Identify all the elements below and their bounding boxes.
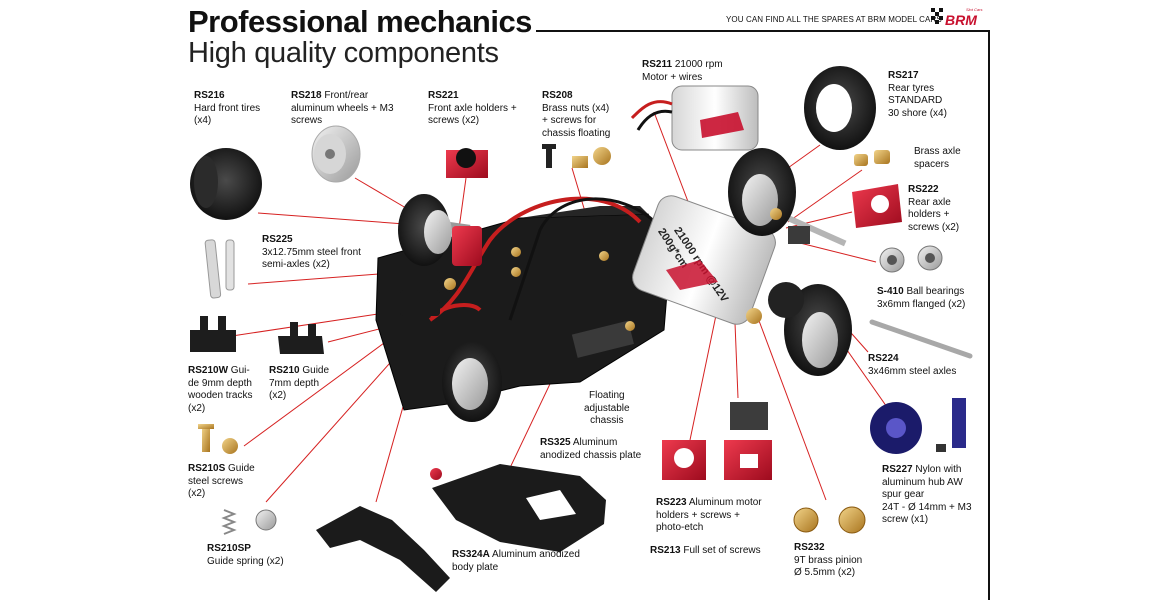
part-rs218-wheel (311, 125, 361, 183)
motor-rs211: 21000 rpm @12V 200g*cm (632, 195, 776, 325)
part-rs216-tire (190, 148, 262, 220)
part-rs224-axle (869, 319, 973, 359)
part-rs227-spur-gear (870, 398, 966, 454)
part-rs210w-guide (190, 316, 236, 352)
label-rs213: RS213 Full set of screws (650, 545, 761, 556)
part-rs208-brass-nuts (542, 144, 611, 168)
part-s410-bearings (879, 245, 943, 273)
part-rs211-motor (630, 85, 759, 151)
brm-tagline: YOU CAN FIND ALL THE SPARES AT BRM MODEL… (726, 15, 942, 24)
part-rs217-rear-tire (804, 66, 876, 150)
part-rs225-semi-axle (204, 239, 235, 299)
rear-axle-assembly (728, 148, 852, 376)
brm-logo: Slot Cars BRM (930, 7, 986, 28)
page-title: Professional mechanics (188, 4, 532, 39)
part-rs210s-screws (198, 424, 238, 454)
part-rs324a-body-plate (316, 506, 450, 592)
part-rs325-chassis-plate (430, 464, 606, 552)
page-subtitle: High quality components (188, 37, 499, 69)
part-rs221-front-holder (446, 148, 488, 178)
part-rs210sp-spring (221, 509, 277, 535)
part-rs210-guide (278, 322, 324, 354)
part-rs222-rear-holder (852, 184, 902, 228)
part-brass-spacers (854, 150, 890, 166)
header-rule (536, 30, 990, 32)
front-axle-assembly (398, 194, 502, 422)
frame-rule-right (988, 30, 990, 600)
part-rs223-motor-holders (662, 402, 772, 480)
logo-text: BRM (945, 12, 977, 27)
logo-small-text: Slot Cars (966, 7, 982, 12)
part-rs232-pinions (793, 506, 866, 534)
